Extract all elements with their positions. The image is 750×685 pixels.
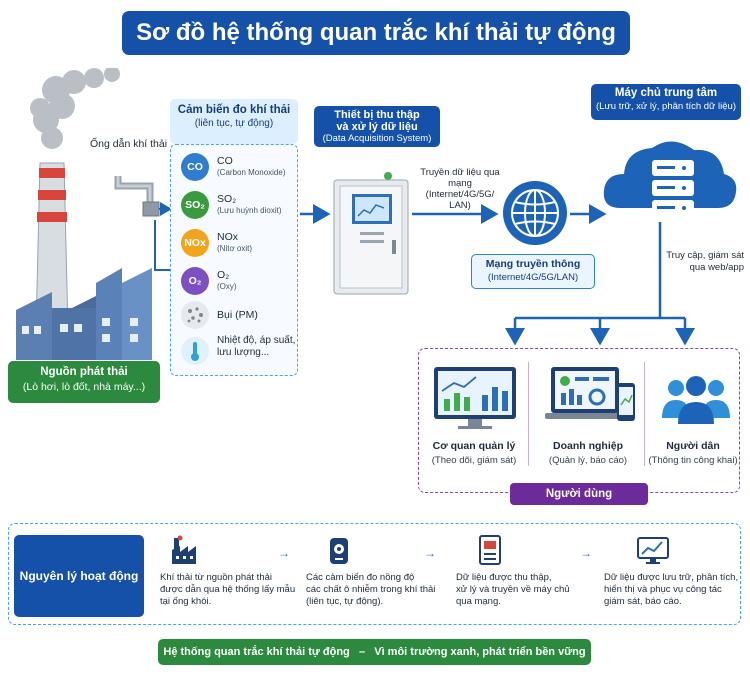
daq-label: Thiết bị thu thập và xử lý dữ liệu (Data… — [314, 106, 440, 147]
step-text-line: Khí thải từ nguồn phát thải — [160, 572, 272, 583]
cabinet-icon — [479, 535, 501, 565]
principle-panel — [8, 523, 741, 625]
people-icon — [662, 376, 730, 424]
users-label: Người dùng — [510, 483, 648, 505]
sensor-desc: (Oxy) — [217, 282, 237, 291]
factory-icon — [172, 535, 196, 564]
sensor-desc: (Nitơ oxit) — [217, 244, 253, 253]
sensor-panel: CO CO (Carbon Monoxide) SO₂ SO₂ (Lưu huỳ… — [170, 144, 298, 376]
sensor-item-so2: SO₂ SO₂ (Lưu huỳnh dioxit) — [177, 189, 297, 225]
sensor-desc: (Lưu huỳnh dioxit) — [217, 206, 282, 215]
monitor-chart-icon — [637, 537, 669, 564]
footer-slogan: Hệ thống quan trắc khí thải tự động – Vì… — [158, 639, 591, 665]
sensor-panel-header: Cảm biến đo khí thải (liên tục, tự động) — [170, 99, 298, 144]
thermometer-icon — [181, 337, 209, 365]
step-text-line: (liên tục, tự động). — [306, 596, 384, 607]
step-text-line: hiển thị và phục vụ công tác — [604, 584, 722, 595]
laptop-phone-icon — [545, 367, 635, 421]
principle-step-4: Dữ liệu được lưu trữ, phân tích, hiển th… — [604, 572, 738, 608]
sensor-item-nox: NOx NOx (Nitơ oxit) — [177, 227, 297, 263]
sensor-name: O₂ — [217, 269, 230, 281]
step-text-line: được dẫn qua hệ thống lấy mẫu — [160, 584, 296, 595]
sensor-panel-subtitle: (liên tục, tự động) — [194, 118, 274, 129]
user-group-subtitle: (Theo dõi, giám sát) — [431, 455, 517, 466]
page-title: Sơ đồ hệ thống quan trắc khí thải tự độn… — [122, 11, 630, 55]
sensor-icon — [330, 538, 348, 564]
sensor-panel-title: Cảm biến đo khí thải — [177, 104, 291, 116]
user-group-subtitle: (Quản lý, báo cáo) — [548, 455, 628, 466]
network-label: Mạng truyền thông (Internet/4G/5G/LAN) — [471, 254, 595, 289]
globe-icon — [503, 181, 567, 245]
step-text-line: Các cảm biến đo nồng độ — [306, 572, 415, 583]
step-text-line: Dữ liệu được lưu trữ, phân tích, — [604, 572, 739, 583]
step-text-line: Dữ liệu được thu thập, — [456, 572, 552, 583]
sensor-name: Bụi (PM) — [217, 309, 258, 321]
user-group-title: Cơ quan quản lý — [432, 440, 516, 452]
daq-title-line2: và xử lý dữ liệu — [316, 121, 438, 133]
access-label: Truy cập, giám sát qua web/app — [666, 250, 744, 273]
duct-label: Ống dẫn khí thải — [90, 138, 168, 150]
sensor-name: CO — [217, 155, 233, 167]
principle-step-1: Khí thải từ nguồn phát thải được dẫn qua… — [160, 572, 295, 608]
server-label: Máy chủ trung tâm (Lưu trữ, xử lý, phân … — [591, 84, 741, 120]
principle-step-3: Dữ liệu được thu thập, xử lý và truyền v… — [456, 572, 570, 608]
sensor-item-temperature: Nhiệt độ, áp suất, lưu lượng... — [177, 335, 297, 371]
user-group-title: Doanh nghiệp — [553, 440, 623, 452]
daq-title-line1: Thiết bị thu thập — [316, 109, 438, 121]
factory-icon — [16, 68, 152, 360]
step-text-line: giám sát, báo cáo. — [604, 596, 682, 607]
step-text-line: xử lý và truyền về máy chủ — [456, 584, 570, 595]
emission-source-label: Nguồn phát thải (Lò hơi, lò đốt, nhà máy… — [8, 361, 160, 403]
network-title: Mạng truyền thông — [485, 258, 581, 270]
network-subtitle: (Internet/4G/5G/LAN) — [487, 272, 579, 283]
step-text-line: tại ống khói. — [160, 596, 212, 607]
sensor-item-dust: Bụi (PM) — [177, 299, 297, 335]
user-group-authority: Cơ quan quản lý (Theo dõi, giám sát) — [422, 440, 526, 466]
emission-source-subtitle: (Lò hơi, lò đốt, nhà máy...) — [22, 381, 146, 393]
step-arrow-icon: → — [424, 546, 436, 560]
step-arrow-icon: → — [278, 546, 290, 560]
step-text-line: qua mạng. — [456, 596, 501, 607]
server-title: Máy chủ trung tâm — [614, 87, 718, 99]
user-group-public: Người dân (Thông tin công khai) — [646, 440, 740, 466]
o2-badge-icon: O₂ — [181, 267, 209, 295]
emission-source-title: Nguồn phát thải — [40, 366, 128, 378]
server-subtitle: (Lưu trữ, xử lý, phân tích dữ liệu) — [595, 101, 737, 112]
sensor-name: Nhiệt độ, áp suất, lưu lượng... — [217, 335, 296, 358]
divider — [644, 362, 645, 466]
dust-icon — [181, 301, 209, 329]
co-badge-icon: CO — [181, 153, 209, 181]
principle-step-2: Các cảm biến đo nồng độ các chất ô nhiễm… — [306, 572, 435, 608]
sensor-item-o2: O₂ O₂ (Oxy) — [177, 265, 297, 301]
user-group-subtitle: (Thông tin công khai) — [648, 455, 738, 466]
divider — [528, 362, 529, 466]
principle-title: Nguyên lý hoạt động — [14, 535, 144, 617]
monitor-chart-icon — [434, 367, 516, 429]
user-group-title: Người dân — [666, 440, 720, 452]
so2-badge-icon: SO₂ — [181, 191, 209, 219]
step-arrow-icon: → — [580, 546, 592, 560]
footer-text: Hệ thống quan trắc khí thải tự động – Vì… — [163, 646, 586, 658]
daq-cabinet-icon — [333, 172, 409, 295]
sensor-item-co: CO CO (Carbon Monoxide) — [177, 151, 297, 187]
nox-badge-icon: NOx — [181, 229, 209, 257]
cloud-server-icon — [603, 141, 737, 216]
sensor-desc: (Carbon Monoxide) — [217, 168, 286, 177]
user-group-enterprise: Doanh nghiệp (Quản lý, báo cáo) — [536, 440, 640, 466]
daq-subtitle: (Data Acquisition System) — [322, 133, 432, 144]
sensor-name: SO₂ — [217, 193, 237, 205]
sensor-name: NOx — [217, 231, 238, 243]
transmission-label: Truyền dữ liệu qua mạng (Internet/4G/5G/… — [420, 167, 500, 211]
step-text-line: các chất ô nhiễm trong khí thải — [306, 584, 436, 595]
